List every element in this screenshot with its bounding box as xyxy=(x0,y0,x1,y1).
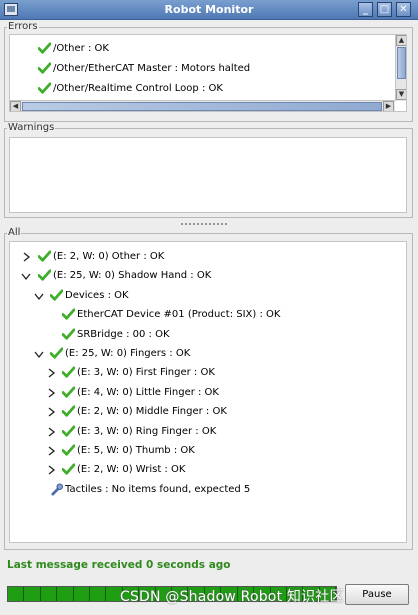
checkmark-icon xyxy=(62,443,75,456)
tree-row[interactable]: (E: 4, W: 0) Little Finger : OK xyxy=(10,384,406,402)
tree-item-label: (E: 25, W: 0) Shadow Hand : OK xyxy=(53,270,212,281)
expand-arrow-icon[interactable] xyxy=(47,388,57,398)
tree-row[interactable]: (E: 25, W: 0) Shadow Hand : OK xyxy=(10,267,406,285)
scroll-left-icon[interactable]: ◀ xyxy=(10,101,21,111)
tree-item-label: Devices : OK xyxy=(65,290,129,301)
checkmark-icon xyxy=(62,385,75,398)
tree-row[interactable]: (E: 3, W: 0) Ring Finger : OK xyxy=(10,423,406,441)
checkmark-icon xyxy=(38,81,51,94)
errors-horizontal-scrollbar[interactable]: ◀ ▶ xyxy=(10,100,395,111)
tree-row[interactable]: (E: 2, W: 0) Other : OK xyxy=(10,248,406,266)
all-tree[interactable]: (E: 2, W: 0) Other : OK (E: 25, W: 0) Sh… xyxy=(9,241,407,543)
checkmark-icon xyxy=(62,327,75,340)
tree-row[interactable]: (E: 2, W: 0) Middle Finger : OK xyxy=(10,403,406,421)
tree-item-label: EtherCAT Device #01 (Product: SIX) : OK xyxy=(77,309,281,320)
checkmark-icon xyxy=(38,268,51,281)
window-title: Robot Monitor xyxy=(164,3,254,16)
checkmark-icon xyxy=(62,424,75,437)
close-button[interactable]: ✕ xyxy=(396,2,411,17)
list-item-label: /Other : OK xyxy=(53,43,109,54)
all-label: All xyxy=(7,227,22,238)
tree-row[interactable]: Tactiles : No items found, expected 5 xyxy=(10,481,406,499)
expand-arrow-icon[interactable] xyxy=(47,465,57,475)
warnings-label: Warnings xyxy=(7,122,56,133)
tree-item-label: (E: 3, W: 0) Ring Finger : OK xyxy=(77,426,217,437)
title-bar: Robot Monitor _ □ ✕ xyxy=(0,0,418,20)
watermark: CSDN @Shadow Robot 知识社区 xyxy=(120,589,344,605)
errors-list[interactable]: /Other : OK /Other/EtherCAT Master : Mot… xyxy=(9,34,407,112)
checkmark-icon xyxy=(50,288,63,301)
status-message: Last message received 0 seconds ago xyxy=(7,559,231,571)
all-group xyxy=(4,233,413,550)
checkmark-icon xyxy=(62,307,75,320)
tree-item-label: (E: 2, W: 0) Other : OK xyxy=(53,251,165,262)
maximize-button[interactable]: □ xyxy=(377,2,392,17)
warnings-list[interactable] xyxy=(9,137,407,213)
window-menu-icon[interactable] xyxy=(4,3,18,16)
tree-item-label: (E: 25, W: 0) Fingers : OK xyxy=(65,348,191,359)
tree-item-label: (E: 3, W: 0) First Finger : OK xyxy=(77,367,215,378)
scroll-up-icon[interactable]: ▲ xyxy=(396,35,406,46)
expand-arrow-icon[interactable] xyxy=(47,368,57,378)
errors-vertical-thumb[interactable] xyxy=(397,47,406,79)
collapse-arrow-icon[interactable] xyxy=(34,292,44,302)
tree-item-label: (E: 2, W: 0) Middle Finger : OK xyxy=(77,406,227,417)
checkmark-icon xyxy=(62,404,75,417)
checkmark-icon xyxy=(62,462,75,475)
tree-row[interactable]: (E: 2, W: 0) Wrist : OK xyxy=(10,461,406,479)
collapse-arrow-icon[interactable] xyxy=(34,350,44,360)
tool-icon xyxy=(51,482,63,496)
checkmark-icon xyxy=(38,249,51,262)
tree-item-label: SRBridge : 00 : OK xyxy=(77,329,170,340)
errors-vertical-scrollbar[interactable]: ▲ ▼ xyxy=(395,35,406,101)
minimize-button[interactable]: _ xyxy=(358,2,373,17)
expand-arrow-icon[interactable] xyxy=(47,407,57,417)
tree-row[interactable]: (E: 5, W: 0) Thumb : OK xyxy=(10,442,406,460)
errors-horizontal-thumb[interactable] xyxy=(22,102,382,111)
warnings-group xyxy=(4,128,413,218)
expand-arrow-icon[interactable] xyxy=(47,446,57,456)
tree-item-label: Tactiles : No items found, expected 5 xyxy=(65,484,251,495)
tree-item-label: (E: 4, W: 0) Little Finger : OK xyxy=(77,387,219,398)
tree-row[interactable]: EtherCAT Device #01 (Product: SIX) : OK xyxy=(10,306,406,324)
expand-arrow-icon[interactable] xyxy=(47,427,57,437)
tree-item-label: (E: 5, W: 0) Thumb : OK xyxy=(77,445,195,456)
list-item[interactable]: /Other/Realtime Control Loop : OK xyxy=(38,80,223,98)
list-item-label: /Other/Realtime Control Loop : OK xyxy=(53,83,223,94)
expand-arrow-icon[interactable] xyxy=(22,252,32,262)
list-item[interactable]: /Other : OK xyxy=(38,40,109,58)
splitter-handle[interactable] xyxy=(180,222,228,226)
tree-row[interactable]: SRBridge : 00 : OK xyxy=(10,326,406,344)
message-activity-bar xyxy=(7,586,337,602)
pause-button[interactable]: Pause xyxy=(345,584,409,605)
errors-label: Errors xyxy=(7,21,39,32)
scroll-down-icon[interactable]: ▼ xyxy=(396,89,406,100)
list-item[interactable]: /Other/EtherCAT Master : Motors halted xyxy=(38,60,250,78)
checkmark-icon xyxy=(50,346,63,359)
errors-group xyxy=(4,27,413,122)
list-item-label: /Other/EtherCAT Master : Motors halted xyxy=(53,63,251,74)
checkmark-icon xyxy=(38,41,51,54)
tree-row[interactable]: (E: 25, W: 0) Fingers : OK xyxy=(10,345,406,363)
tree-row[interactable]: Devices : OK xyxy=(10,287,406,305)
tree-item-label: (E: 2, W: 0) Wrist : OK xyxy=(77,464,186,475)
tree-row[interactable]: (E: 3, W: 0) First Finger : OK xyxy=(10,364,406,382)
checkmark-icon xyxy=(62,365,75,378)
scroll-right-icon[interactable]: ▶ xyxy=(383,101,394,111)
collapse-arrow-icon[interactable] xyxy=(21,272,31,282)
checkmark-icon xyxy=(38,61,51,74)
